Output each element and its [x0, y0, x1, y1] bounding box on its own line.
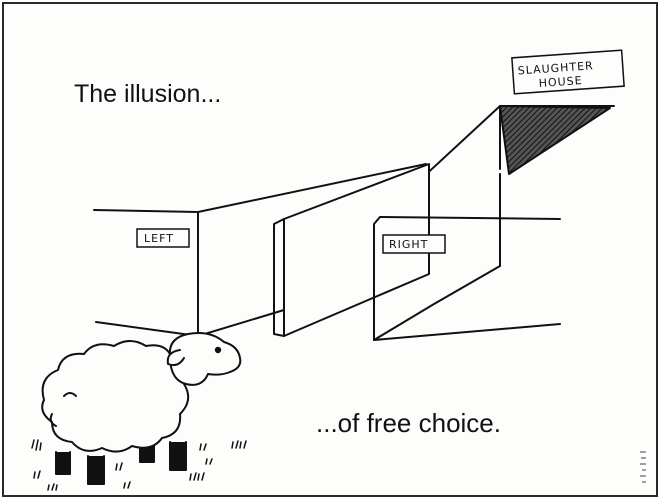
cartoon-drawing: LEFT RIGHT SLAUGHTER HOUSE: [31, 49, 646, 491]
sheep-leg: [55, 451, 71, 475]
caption-bottom: ...of free choice.: [316, 408, 501, 438]
left-sign: LEFT: [136, 228, 190, 248]
sheep-eye: [214, 346, 222, 354]
slaughterhouse-sign-line1: SLAUGHTER: [517, 59, 594, 77]
sheep-ear: [166, 349, 185, 367]
grass: [31, 439, 247, 491]
right-sign: RIGHT: [382, 234, 446, 254]
right-wall-top: [379, 216, 561, 220]
sheep-body: [41, 340, 190, 453]
sheep-leg: [87, 455, 105, 485]
sheep: [41, 332, 242, 485]
left-sign-text: LEFT: [144, 232, 174, 245]
right-sign-text: RIGHT: [389, 238, 428, 251]
slaughterhouse-entrance: [499, 105, 611, 175]
caption-top: The illusion...: [74, 80, 222, 108]
sheep-leg: [169, 441, 187, 471]
artist-signature: [640, 451, 646, 483]
cartoon-frame: LEFT RIGHT SLAUGHTER HOUSE: [2, 2, 658, 497]
corridor: [93, 105, 615, 341]
divider-panel: [283, 163, 430, 337]
slaughterhouse-sign: SLAUGHTER HOUSE: [511, 49, 625, 95]
sheep-head: [168, 332, 242, 386]
slaughterhouse-sign-line2: HOUSE: [538, 74, 583, 90]
divider-panel-edge: [273, 218, 285, 337]
